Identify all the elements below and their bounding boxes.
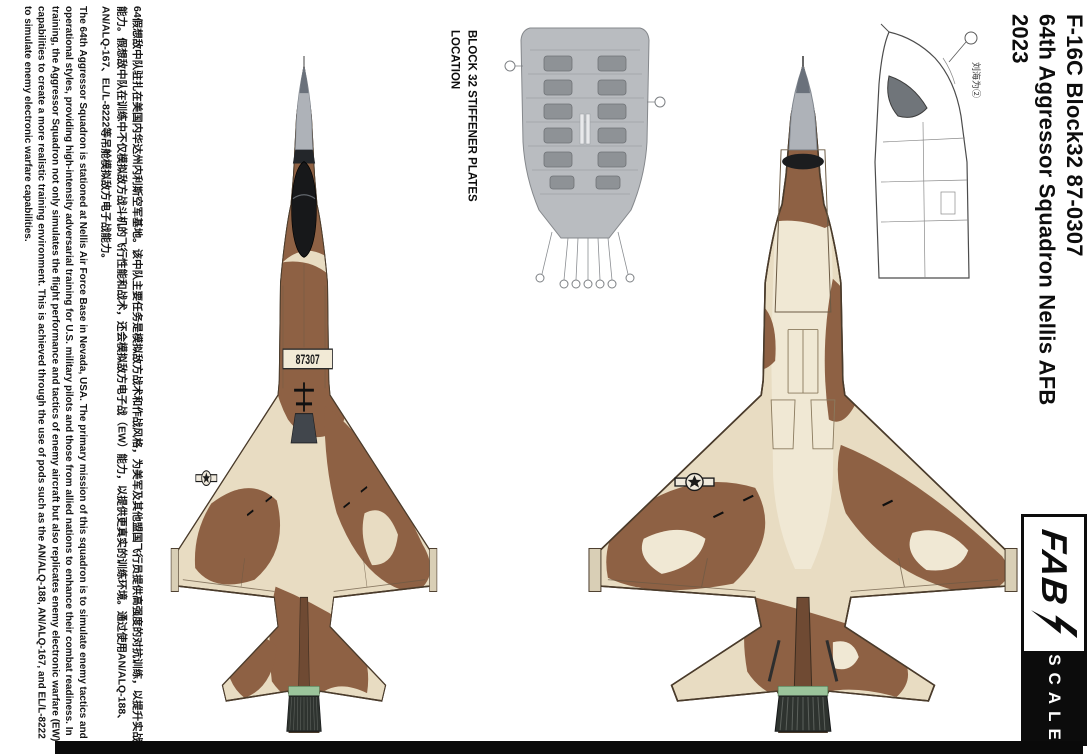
wingtip-rail bbox=[1004, 547, 1018, 592]
aircraft-top-view: 87307 bbox=[170, 56, 438, 733]
vertical-fin-top bbox=[298, 596, 310, 698]
anti-glare-panel bbox=[292, 149, 316, 164]
tail-center-strip bbox=[793, 596, 813, 698]
panel-lines bbox=[526, 49, 644, 195]
us-star-insignia bbox=[195, 470, 218, 487]
wingtip-rail bbox=[588, 547, 602, 592]
lightning-bolt-icon bbox=[1031, 609, 1077, 638]
bottom-edge-bar bbox=[55, 741, 1083, 754]
center-slot bbox=[585, 113, 591, 145]
radome bbox=[788, 64, 818, 151]
intro-paragraph-english: The 64th Aggressor Squadron is stationed… bbox=[21, 6, 88, 742]
panel-lines bbox=[607, 558, 999, 592]
panel-lines bbox=[880, 57, 969, 279]
wingtip-rail bbox=[429, 547, 438, 592]
spine-cross-marking bbox=[294, 382, 314, 412]
title-line-1: F-16C Block32 87-0307 bbox=[1062, 14, 1087, 257]
center-slot bbox=[579, 113, 585, 145]
nozzle-feathers bbox=[779, 696, 826, 731]
access-panel bbox=[940, 191, 956, 215]
intro-paragraph-chinese: 64假想敌中队驻扎在美国内华达州内利斯空军基地。该中队主要任务是模拟敌方战术和作… bbox=[99, 6, 144, 743]
fab-scale-logo: FAB SCALE bbox=[1021, 514, 1087, 747]
refuel-receptacle bbox=[290, 413, 318, 444]
wing-tick-marks bbox=[246, 485, 368, 517]
panel-lines bbox=[182, 263, 426, 592]
airframe-outline bbox=[173, 65, 435, 733]
camouflage-cream-patches bbox=[641, 529, 969, 670]
page-title: F-16C Block32 87-0307 64th Aggressor Squ… bbox=[1006, 14, 1088, 474]
callout-circle bbox=[964, 31, 978, 45]
stiffener-plates-label: BLOCK 32 STIFFENER PLATES LOCATION bbox=[446, 30, 479, 250]
radome bbox=[295, 64, 313, 151]
stiffener-plates bbox=[543, 55, 627, 190]
ventral-fins bbox=[767, 639, 839, 682]
nose-annotation: 刘海为② bbox=[971, 62, 982, 98]
stiffener-label-line1: BLOCK 32 STIFFENER PLATES bbox=[465, 30, 478, 202]
green-id-band bbox=[777, 685, 829, 697]
intake-mouth bbox=[782, 153, 824, 170]
canopy-shading bbox=[887, 75, 928, 118]
side-leader-lines bbox=[515, 65, 655, 103]
stiffener-location-diagram bbox=[504, 27, 666, 289]
canopy-frame bbox=[292, 194, 316, 200]
wing-tick-marks bbox=[712, 494, 894, 519]
callout-leader-lines bbox=[541, 231, 629, 281]
scale-wordmark: SCALE bbox=[1045, 654, 1064, 747]
radome-tip bbox=[299, 65, 309, 94]
stiffener-label-line2: LOCATION bbox=[448, 30, 461, 90]
pitot-line bbox=[880, 23, 890, 33]
intro-text-block: 64假想敌中队驻扎在美国内华达州内利斯空军基地。该中队主要任务是模拟敌方战术和作… bbox=[20, 6, 144, 748]
title-line-3: 2023 bbox=[1007, 14, 1033, 64]
gear-door-lines bbox=[770, 329, 836, 450]
canopy bbox=[291, 161, 317, 258]
tail-number: 87307 bbox=[296, 353, 320, 367]
tail-number-box bbox=[282, 348, 333, 370]
nozzle-feathers bbox=[289, 696, 318, 731]
radome-tip bbox=[796, 65, 810, 94]
us-star-insignia bbox=[674, 472, 715, 492]
nose-profile-diagram: 刘海为② bbox=[874, 23, 982, 279]
fab-wordmark: FAB bbox=[1034, 526, 1075, 608]
green-id-band bbox=[288, 685, 320, 697]
wingtip-rail bbox=[170, 547, 179, 592]
callout-leader bbox=[948, 41, 967, 63]
callout-circles bbox=[504, 60, 666, 289]
aircraft-bottom-view bbox=[588, 56, 1018, 733]
title-line-2: 64th Aggressor Squadron Nellis AFB bbox=[1034, 14, 1060, 406]
camouflage-tan-patches bbox=[362, 510, 398, 692]
airframe-outline bbox=[593, 65, 1013, 733]
